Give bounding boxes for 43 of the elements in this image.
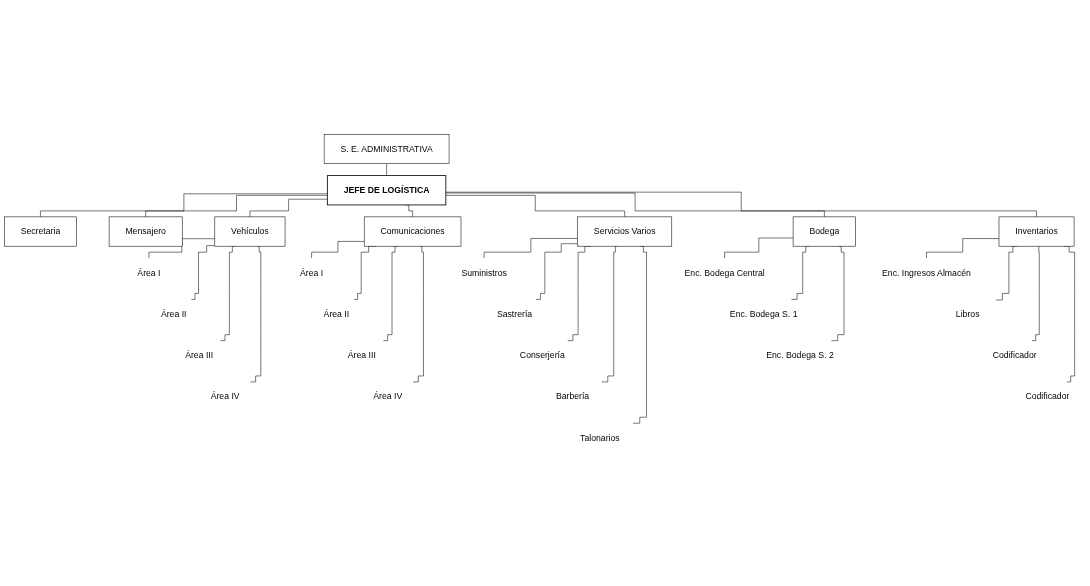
connector <box>632 245 647 424</box>
node-text: Conserjería <box>519 350 565 360</box>
node-text: Área I <box>137 267 161 277</box>
connector <box>40 193 328 217</box>
node-text: Área II <box>160 308 187 318</box>
connector <box>145 194 328 217</box>
node-text: Área II <box>323 308 350 318</box>
node-text: Enc. Bodega S. 2 <box>766 350 834 360</box>
node-text: Área III <box>347 350 376 360</box>
connector <box>386 162 387 176</box>
connector <box>412 245 424 382</box>
node-text: Enc. Bodega Central <box>684 267 765 277</box>
node-text: Enc. Ingresos Almacén <box>882 267 971 277</box>
node-text: Sastrería <box>496 308 533 318</box>
node-text: Área III <box>185 350 214 360</box>
connector <box>383 245 399 341</box>
node-text: Enc. Bodega S. 1 <box>729 308 798 318</box>
node-text: Área I <box>300 267 324 277</box>
node-box: Comunicaciones <box>363 216 462 247</box>
connector <box>445 191 1037 217</box>
node-text: Codificador <box>1025 391 1070 401</box>
node-box: JEFE DE LOGÍSTICA <box>326 174 447 205</box>
connector <box>148 238 216 258</box>
node-text: Talonarios <box>580 432 620 442</box>
connector <box>445 192 825 217</box>
connector <box>831 245 845 341</box>
node-box: Servicios Varios <box>577 216 673 247</box>
connector <box>220 245 236 341</box>
connector <box>249 198 328 217</box>
node-box: Inventarios <box>998 216 1075 247</box>
node-box: Bodega <box>792 216 856 247</box>
node-box: Vehículos <box>214 216 286 247</box>
connector <box>601 245 618 382</box>
node-box: Secretaria <box>4 216 77 247</box>
node-text: Barbería <box>555 391 590 401</box>
node-text: Área IV <box>210 391 240 401</box>
node-box: S. E. ADMINISTRATIVA <box>323 133 450 164</box>
node-text: Suministros <box>461 267 507 277</box>
node-text: Codificador <box>992 350 1037 360</box>
node-text: Libros <box>955 308 980 318</box>
node-box: Mensajero <box>108 216 183 247</box>
node-text: Área IV <box>373 391 403 401</box>
connector <box>250 245 262 382</box>
